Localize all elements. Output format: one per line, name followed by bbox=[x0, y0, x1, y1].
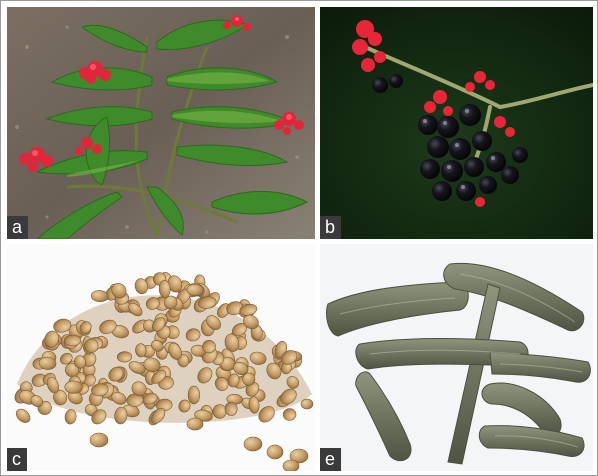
seed bbox=[158, 280, 171, 299]
seed bbox=[224, 333, 240, 352]
seed bbox=[258, 406, 275, 423]
seed bbox=[185, 328, 201, 342]
panel-b-berries: b bbox=[320, 7, 593, 239]
seed bbox=[243, 314, 259, 330]
seed bbox=[151, 369, 167, 384]
seed bbox=[91, 409, 107, 425]
seed bbox=[30, 395, 44, 408]
roots-image bbox=[320, 244, 593, 471]
seed bbox=[197, 296, 217, 309]
seed bbox=[202, 339, 216, 354]
seed bbox=[116, 351, 133, 363]
seed bbox=[224, 401, 238, 416]
seed bbox=[194, 409, 213, 422]
seed bbox=[242, 372, 256, 386]
seed bbox=[63, 334, 81, 347]
panel-label-e: e bbox=[320, 448, 342, 471]
seed bbox=[280, 388, 297, 405]
seed bbox=[84, 338, 99, 353]
seed bbox=[178, 399, 191, 413]
panel-e-roots: e bbox=[320, 244, 593, 471]
seed bbox=[206, 315, 221, 331]
seed bbox=[168, 342, 182, 360]
seed bbox=[143, 357, 161, 373]
seed bbox=[74, 355, 86, 369]
seed bbox=[60, 352, 73, 365]
seed bbox=[134, 278, 149, 295]
seed bbox=[135, 343, 147, 358]
seed bbox=[286, 376, 299, 389]
seed bbox=[111, 391, 127, 405]
seed bbox=[64, 409, 77, 425]
seed bbox=[128, 361, 146, 375]
seed bbox=[145, 297, 160, 310]
seed bbox=[111, 283, 127, 299]
seed bbox=[79, 321, 92, 334]
seed bbox=[151, 408, 166, 424]
seed bbox=[186, 283, 204, 297]
seed bbox=[227, 373, 240, 388]
panel-a-plant: a bbox=[7, 7, 315, 239]
seed bbox=[82, 352, 97, 367]
seed bbox=[108, 366, 124, 382]
seed bbox=[151, 339, 164, 352]
panel-label-c: c bbox=[7, 448, 27, 471]
seed bbox=[197, 367, 213, 384]
seed bbox=[282, 408, 297, 421]
seed bbox=[212, 404, 227, 419]
seed bbox=[38, 356, 57, 370]
seed bbox=[280, 350, 298, 365]
seed bbox=[131, 381, 147, 397]
seeds-image bbox=[7, 244, 315, 471]
panel-label-b: b bbox=[320, 216, 342, 239]
seed bbox=[46, 376, 59, 394]
plant-image bbox=[7, 7, 315, 239]
seed bbox=[128, 302, 143, 317]
seed bbox=[266, 362, 282, 380]
seed bbox=[91, 383, 109, 397]
seed bbox=[99, 319, 117, 335]
seed bbox=[163, 295, 178, 310]
seed bbox=[248, 396, 260, 414]
seed bbox=[53, 318, 72, 333]
seed bbox=[152, 317, 166, 332]
panel-label-a: a bbox=[7, 216, 29, 239]
seed bbox=[249, 351, 267, 365]
seed bbox=[114, 406, 128, 425]
seed bbox=[15, 408, 31, 423]
seed bbox=[214, 376, 229, 391]
panel-c-seeds: c bbox=[7, 244, 315, 471]
seed bbox=[90, 290, 109, 303]
seed bbox=[64, 380, 83, 394]
seed bbox=[44, 330, 60, 348]
berries-image bbox=[320, 7, 593, 239]
seed bbox=[233, 361, 249, 376]
seed bbox=[187, 385, 200, 405]
